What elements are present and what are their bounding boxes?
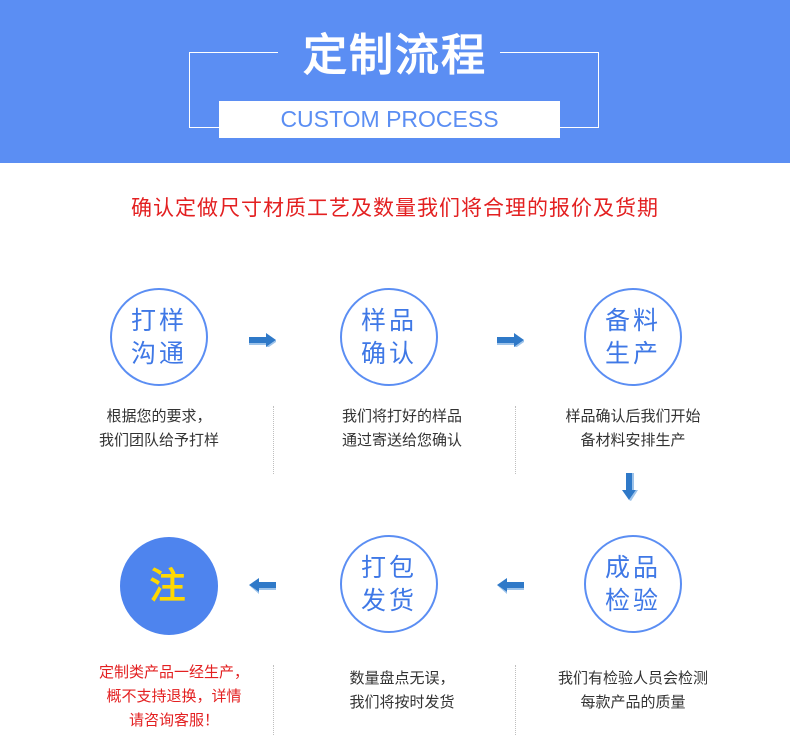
desc-line: 备材料安排生产 (580, 431, 686, 449)
step-label-line2: 确认 (360, 339, 417, 368)
step-label-line2: 检验 (604, 586, 661, 615)
arrow-left-icon (497, 578, 524, 594)
step-label-line2: 沟通 (130, 339, 187, 368)
desc-line: 通过寄送给您确认 (341, 431, 462, 449)
note-label: 注 (149, 565, 189, 607)
note-description: 定制类产品一经生产， 概不支持退换，详情 请咨询客服！ (64, 660, 284, 732)
step-final-inspection: 成品 检验 (584, 535, 682, 633)
arrow-right-icon (497, 333, 524, 347)
page-subtitle: CUSTOM PROCESS (219, 101, 560, 138)
step-description: 数量盘点无误， 我们将按时发货 (292, 666, 512, 714)
step-label-line1: 样品 (360, 306, 417, 335)
desc-line: 根据您的要求， (106, 407, 212, 425)
step-material-production: 备料 生产 (584, 288, 682, 386)
process-headline: 确认定做尺寸材质工艺及数量我们将合理的报价及货期 (131, 196, 659, 220)
step-description: 我们将打好的样品 通过寄送给您确认 (292, 404, 512, 452)
column-divider (273, 406, 274, 474)
desc-line: 我们团队给予打样 (98, 431, 219, 449)
step-label-line1: 打包 (360, 553, 417, 582)
note-badge: 注 (120, 537, 218, 635)
step-description: 我们有检验人员会检测 每款产品的质量 (523, 666, 743, 714)
desc-line: 我们将按时发货 (349, 693, 455, 711)
desc-line: 数量盘点无误， (349, 669, 455, 687)
desc-line: 概不支持退换，详情 (106, 687, 242, 705)
step-sample-confirmation: 样品 确认 (340, 288, 438, 386)
column-divider (515, 665, 516, 735)
desc-line: 样品确认后我们开始 (565, 407, 701, 425)
step-sample-communication: 打样 沟通 (110, 288, 208, 386)
column-divider (273, 665, 274, 735)
desc-line: 每款产品的质量 (580, 693, 686, 711)
arrow-down-icon (622, 473, 638, 501)
desc-line: 请咨询客服！ (128, 711, 219, 729)
header-frame-gap (278, 44, 500, 62)
page-title: 定制流程 (303, 30, 487, 81)
arrow-right-icon (249, 333, 276, 347)
step-description: 根据您的要求， 我们团队给予打样 (49, 404, 269, 452)
step-label-line1: 成品 (604, 553, 661, 582)
desc-line: 我们将打好的样品 (341, 407, 462, 425)
step-description: 样品确认后我们开始 备材料安排生产 (523, 404, 743, 452)
desc-line: 我们有检验人员会检测 (557, 669, 708, 687)
desc-line: 定制类产品一经生产， (98, 663, 249, 681)
arrow-left-icon (249, 578, 276, 594)
column-divider (515, 406, 516, 474)
step-label-line1: 备料 (604, 306, 661, 335)
step-label-line1: 打样 (130, 306, 187, 335)
header-banner: 定制流程 CUSTOM PROCESS (0, 0, 790, 163)
step-packing-shipping: 打包 发货 (340, 535, 438, 633)
step-label-line2: 发货 (360, 586, 417, 615)
step-label-line2: 生产 (604, 339, 661, 368)
